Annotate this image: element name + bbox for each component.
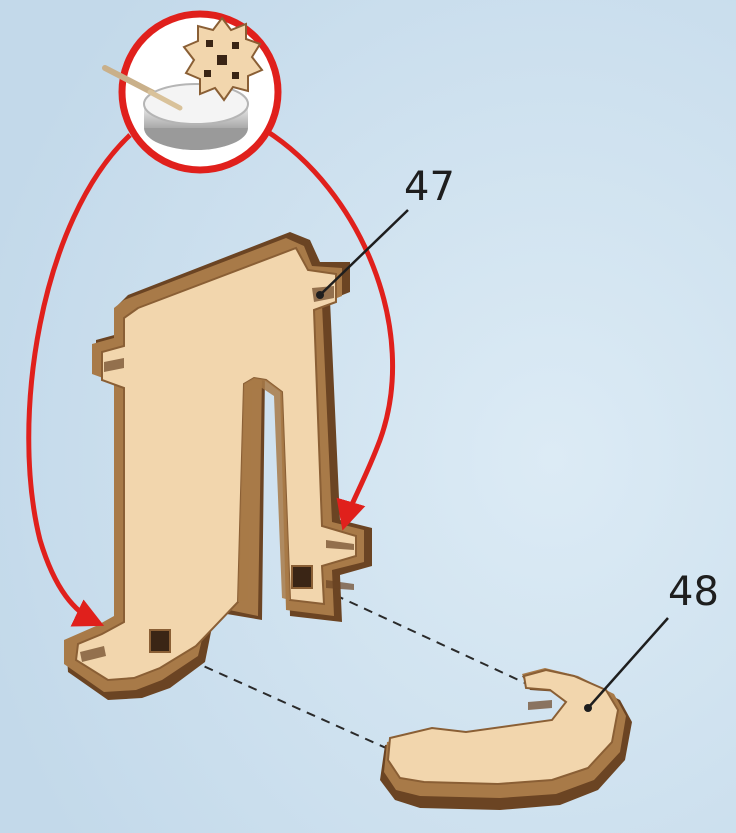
glue-pot-top [144, 84, 248, 124]
part-47-square-hole-right [292, 566, 312, 588]
part-47-square-hole-left [150, 630, 170, 652]
part-label-48: 48 [668, 569, 719, 615]
part-label-47: 47 [404, 164, 455, 210]
